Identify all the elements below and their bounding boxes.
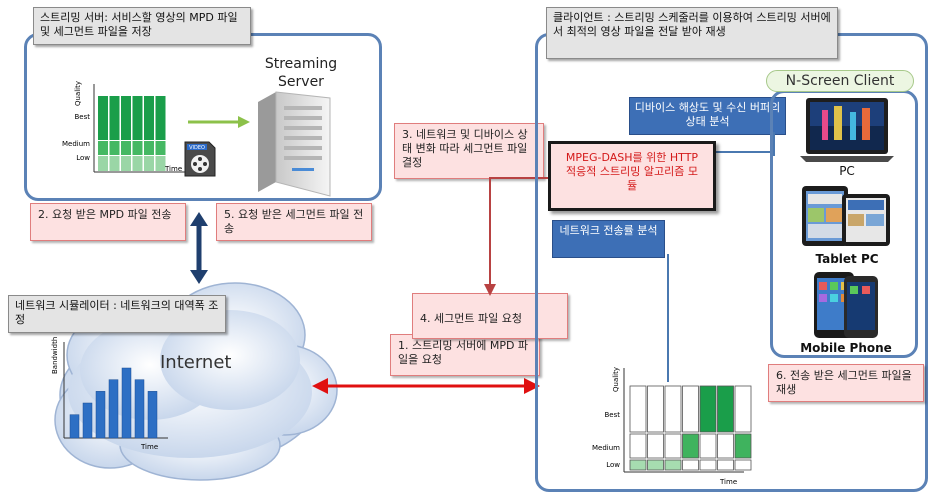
client-segment-cell bbox=[734, 385, 752, 433]
streaming-server-label: Streaming Server bbox=[264, 56, 338, 90]
bandwidth-bar bbox=[121, 367, 132, 439]
client-segment-cell bbox=[647, 385, 664, 433]
client-segment-cell bbox=[717, 433, 734, 459]
server-internet-arrow bbox=[190, 212, 208, 284]
bandwidth-bar bbox=[108, 379, 119, 439]
client-segment-cell bbox=[717, 385, 734, 433]
tablet-label: Tablet PC bbox=[815, 252, 879, 266]
server-chart-level-best: Best bbox=[74, 113, 90, 121]
device-analysis-box: 디바이스 해상도 및 수신 버퍼의 상태 분석 bbox=[629, 97, 786, 135]
client-segment-cell bbox=[629, 459, 647, 471]
step-2-note: 2. 요청 받은 MPD 파일 전송 bbox=[30, 203, 186, 241]
server-quality-chart: Quality Best Medium Low Time bbox=[62, 81, 188, 173]
server-chart-xlabel: Time bbox=[164, 165, 182, 173]
dash-module-box: MPEG-DASH를 위한 HTTP 적응적 스트리밍 알고리즘 모듈 bbox=[548, 141, 716, 211]
client-segment-cell bbox=[647, 433, 664, 459]
video-icon-label: VIDEO bbox=[189, 145, 205, 151]
server-segment-best bbox=[98, 96, 108, 140]
dash-module-text: MPEG-DASH를 위한 HTTP 적응적 스트리밍 알고리즘 모듈 bbox=[565, 151, 699, 192]
step-4-note: 4. 세그먼트 파일 요청 bbox=[412, 293, 568, 339]
server-note: 스트리밍 서버: 서비스할 영상의 MPD 파일 및 세그먼트 파일을 저장 bbox=[33, 7, 251, 45]
server-segment-low bbox=[98, 156, 108, 171]
server-segment-low bbox=[144, 156, 154, 171]
server-segment-best bbox=[121, 96, 131, 140]
internet-client-arrow bbox=[312, 378, 540, 394]
client-segment-cell bbox=[629, 385, 647, 433]
pc-label: PC bbox=[839, 164, 855, 178]
client-chart-level-medium: Medium bbox=[592, 444, 620, 452]
server-segment-medium bbox=[144, 141, 154, 155]
server-icon bbox=[258, 91, 331, 197]
bandwidth-bar bbox=[82, 402, 93, 439]
server-segment-best bbox=[132, 96, 143, 140]
step-6-note: 6. 전송 받은 세그먼트 파일을 재생 bbox=[768, 364, 924, 402]
client-segment-cell bbox=[647, 459, 664, 471]
client-segment-cell bbox=[629, 433, 647, 459]
bandwidth-chart: Bandwidth Time bbox=[51, 337, 168, 451]
client-segment-cell bbox=[682, 433, 699, 459]
server-segment-medium bbox=[155, 141, 166, 155]
client-chart-level-low: Low bbox=[606, 461, 620, 469]
server-segment-medium bbox=[132, 141, 143, 155]
video-file-icon: VIDEO bbox=[184, 141, 216, 177]
client-chart-xlabel: Time bbox=[719, 478, 737, 486]
server-segment-low bbox=[132, 156, 143, 171]
bandwidth-chart-ylabel: Bandwidth bbox=[51, 337, 59, 374]
client-segment-cell bbox=[664, 433, 682, 459]
segment-decision-arrow bbox=[484, 177, 556, 296]
server-segment-medium bbox=[98, 141, 108, 155]
client-segment-cell bbox=[682, 459, 699, 471]
tablet-icon bbox=[802, 186, 890, 246]
pc-icon bbox=[800, 98, 894, 162]
server-chart-level-medium: Medium bbox=[62, 140, 90, 148]
client-segment-cell bbox=[664, 459, 682, 471]
client-chart-level-best: Best bbox=[604, 411, 620, 419]
network-simulator-note: 네트워크 시뮬레이터 : 네트워크의 대역폭 조정 bbox=[8, 295, 226, 333]
step-1-note: 1. 스트리밍 서버에 MPD 파일을 요청 bbox=[390, 334, 540, 376]
server-chart-ylabel: Quality bbox=[74, 81, 82, 106]
client-segment-cell bbox=[682, 385, 699, 433]
server-green-arrow bbox=[188, 116, 250, 128]
mobile-phone-icon bbox=[814, 272, 878, 338]
bandwidth-bar bbox=[147, 391, 158, 439]
bandwidth-bar bbox=[95, 391, 106, 439]
server-segment-low bbox=[109, 156, 120, 171]
client-note: 클라이언트 : 스트리밍 스케줄러를 이용하여 스트리밍 서버에서 최적의 영상… bbox=[546, 7, 838, 59]
step-3-note: 3. 네트워크 및 디바이스 상태 변화 따라 세그먼트 파일 결정 bbox=[394, 123, 544, 179]
client-chart-ylabel: Quality bbox=[612, 367, 620, 392]
server-segment-best bbox=[155, 96, 166, 140]
bandwidth-bar bbox=[134, 379, 145, 439]
server-segment-medium bbox=[121, 141, 131, 155]
server-segment-medium bbox=[109, 141, 120, 155]
mobile-phone-label: Mobile Phone bbox=[800, 341, 892, 355]
server-segment-low bbox=[121, 156, 131, 171]
server-segment-best bbox=[109, 96, 120, 140]
nscreen-title: N-Screen Client bbox=[766, 70, 914, 92]
client-quality-chart: Quality Best Medium Low Time bbox=[592, 367, 752, 486]
client-segment-cell bbox=[699, 385, 717, 433]
server-chart-level-low: Low bbox=[76, 154, 90, 162]
network-analysis-box: 네트워크 전송률 분석 bbox=[552, 220, 665, 258]
client-segment-cell bbox=[699, 459, 717, 471]
bandwidth-chart-xlabel: Time bbox=[140, 443, 158, 451]
server-segment-low bbox=[155, 156, 166, 171]
client-segment-cell bbox=[717, 459, 734, 471]
step-5-note: 5. 요청 받은 세그먼트 파일 전송 bbox=[216, 203, 372, 241]
bandwidth-bar bbox=[69, 414, 80, 439]
client-segment-cell bbox=[664, 385, 682, 433]
client-segment-cell bbox=[734, 433, 752, 459]
client-segment-cell bbox=[699, 433, 717, 459]
client-segment-cell bbox=[734, 459, 752, 471]
server-segment-best bbox=[144, 96, 154, 140]
internet-label: Internet bbox=[160, 352, 232, 373]
